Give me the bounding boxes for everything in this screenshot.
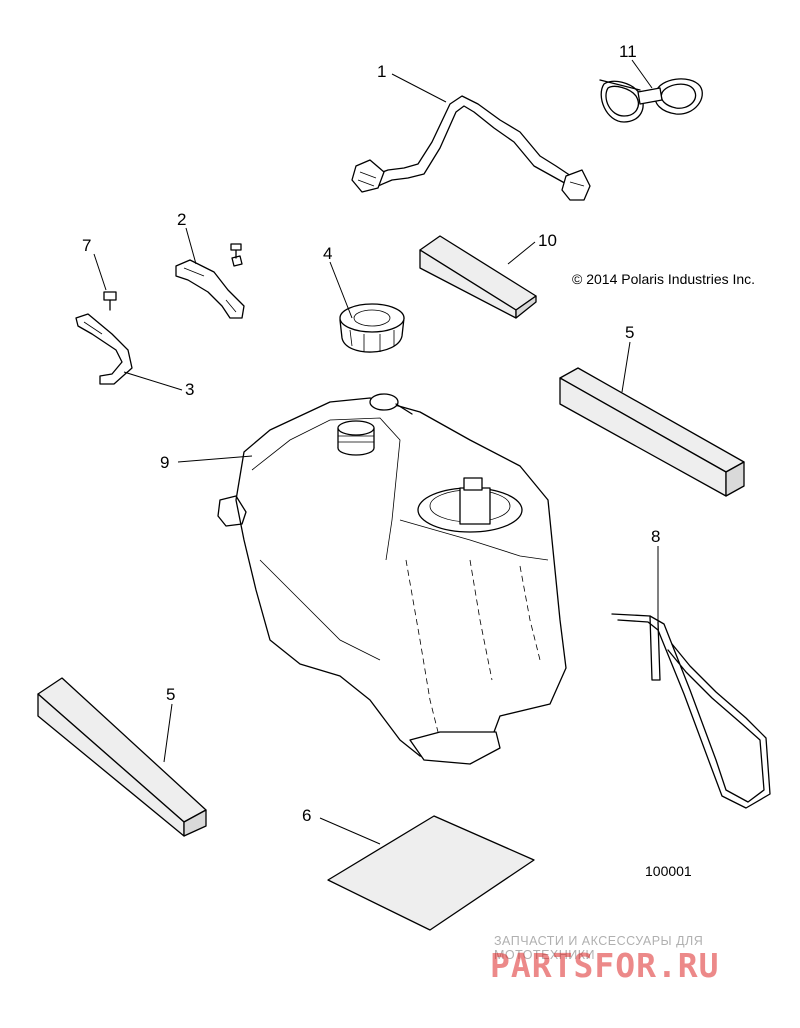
figure-number: 100001 bbox=[645, 863, 692, 879]
callout-1: 1 bbox=[377, 62, 386, 81]
bolt-part-7 bbox=[103, 291, 117, 311]
callout-11: 11 bbox=[619, 42, 637, 61]
callout-4: 4 bbox=[323, 244, 332, 263]
callout-5-left: 5 bbox=[166, 685, 175, 704]
callout-5-right: 5 bbox=[625, 323, 634, 342]
foam-pad-part-5-right bbox=[559, 367, 745, 497]
fuel-cap-part-4 bbox=[339, 303, 405, 353]
callout-8: 8 bbox=[651, 527, 660, 546]
watermark-tagline: ЗАПЧАСТИ И АКСЕССУАРЫ ДЛЯ МОТОТЕХНИКИ bbox=[494, 934, 704, 962]
leader-lines bbox=[93, 59, 659, 845]
foam-pad-part-10 bbox=[419, 235, 537, 319]
callout-7: 7 bbox=[82, 236, 91, 255]
callout-9: 9 bbox=[160, 453, 169, 472]
callout-10: 10 bbox=[538, 231, 557, 250]
copyright-text: © 2014 Polaris Industries Inc. bbox=[572, 271, 755, 287]
watermark-logo[interactable]: PARTSFOR.RU bbox=[490, 946, 720, 985]
bracket-part-3 bbox=[75, 313, 133, 385]
wire-loop-part-8 bbox=[611, 613, 771, 809]
callout-6: 6 bbox=[302, 806, 311, 825]
callout-3: 3 bbox=[185, 380, 194, 399]
callout-2: 2 bbox=[177, 210, 186, 229]
callouts: 1 11 2 7 4 10 3 5 9 8 5 6 bbox=[82, 42, 660, 825]
vent-hose-part-1 bbox=[351, 95, 591, 201]
bracket-part-2 bbox=[175, 243, 245, 319]
label-sheet-part-6 bbox=[327, 815, 535, 931]
foam-pad-part-5-left bbox=[37, 677, 207, 837]
cable-tie-part-11 bbox=[599, 78, 703, 123]
fuel-tank-part-9 bbox=[217, 393, 567, 765]
